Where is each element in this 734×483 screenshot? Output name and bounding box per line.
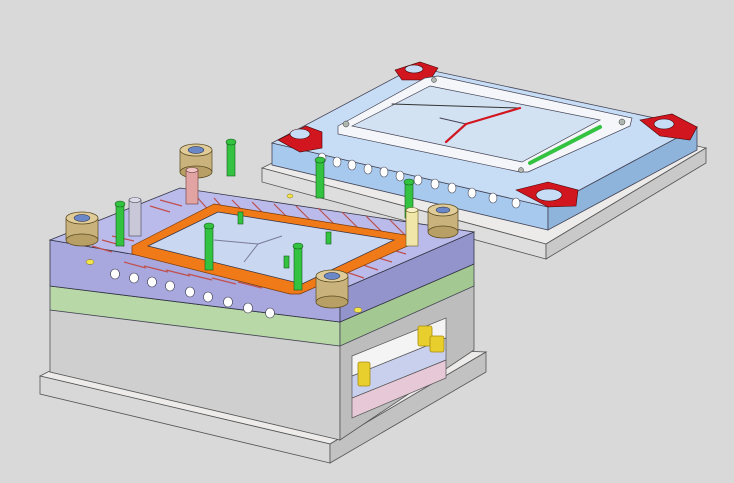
return-springs (357, 325, 445, 387)
guide-pins (128, 167, 419, 247)
upper-base-plate-side (545, 147, 707, 260)
upper-frame-screws (342, 77, 626, 173)
lower-mold-half (38, 138, 488, 464)
lower-plate-side-holes (110, 268, 275, 319)
yellow-markers (85, 193, 363, 313)
guide-bush-left (65, 211, 99, 247)
upper-red-corner-blocks (277, 61, 698, 208)
upper-mold-half (260, 61, 708, 260)
upper-runner-lines (391, 103, 602, 165)
guide-bush-front (315, 269, 349, 309)
lower-runner-lines (213, 235, 283, 263)
guide-bush-right (427, 203, 459, 239)
green-screws (114, 138, 415, 291)
